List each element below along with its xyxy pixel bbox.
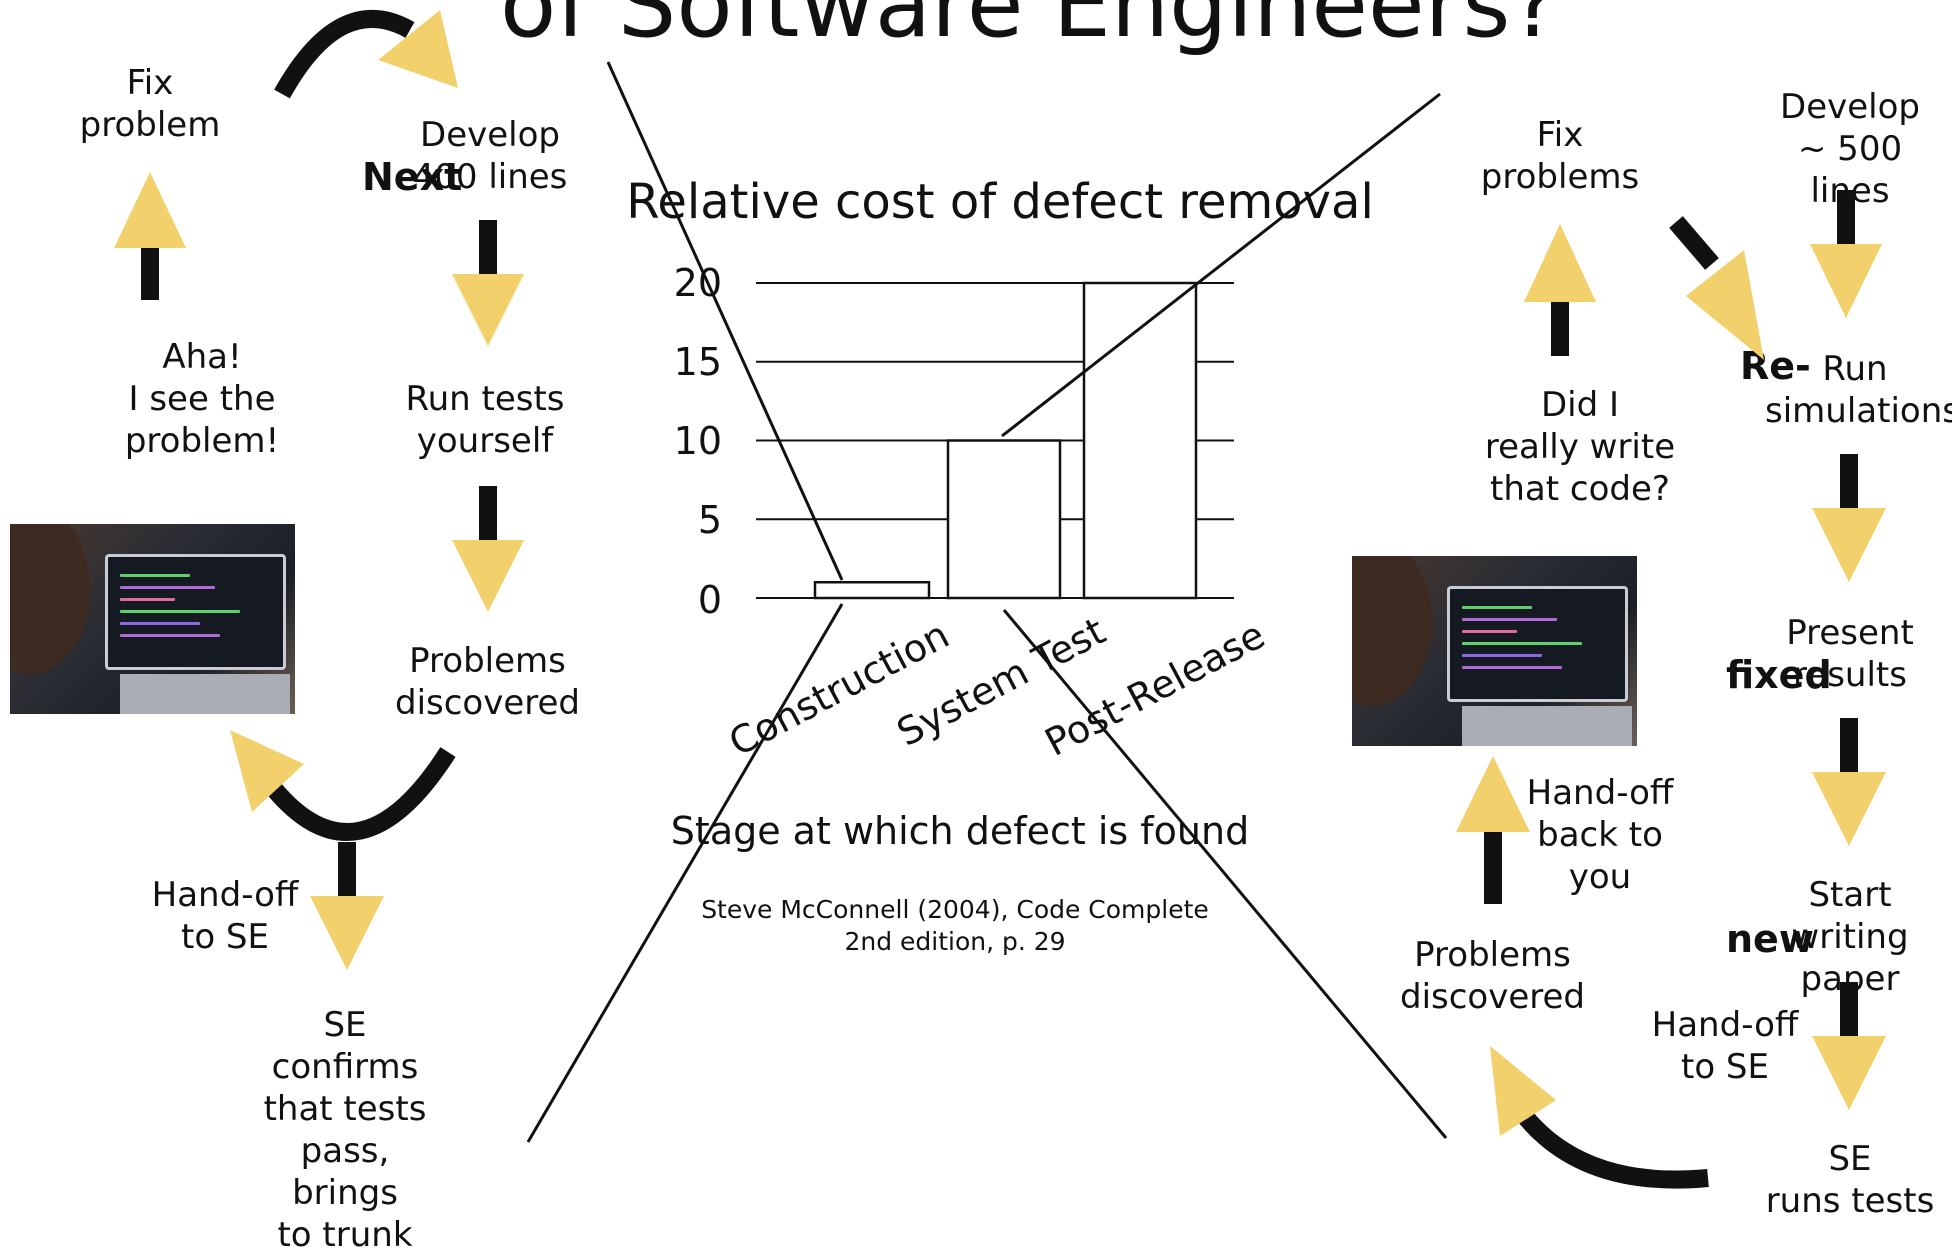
right-present-results-label: Present results [1786,613,1914,695]
right-fixed-overlay-label: fixed [1726,653,1832,697]
chart-title: Relative cost of defect removal [626,174,1374,230]
code-line [1462,618,1557,621]
left-problems-discovered-label: Problems discovered [395,641,581,723]
arrow-stem [479,486,497,542]
left-develop-label: Develop 400 lines [412,115,568,197]
code-line [120,586,215,589]
y-tick-label: 5 [697,498,722,542]
laptop-keyboard [1462,706,1632,746]
right-new-overlay-label: new [1726,917,1814,961]
right-run-simulations-label: Run simulations [1765,349,1952,431]
cross-line-upper-left [606,61,844,581]
code-line [1462,606,1532,609]
arrowhead [1812,1036,1886,1110]
bar-construction [813,581,931,600]
cross-line-lower-right [1002,609,1448,1139]
arrow-stem [1840,982,1858,1038]
cycle-arrows [114,9,1886,1189]
arrowhead [378,10,458,88]
code-line [1462,630,1517,633]
right-did-i-label: Did I really write that code? [1484,385,1676,509]
arrowhead [1810,244,1882,318]
arrow-stem [338,842,356,898]
code-line [1462,642,1582,645]
laptop-photo-left [10,524,295,714]
left-fix-problem-label: Fix problem [79,63,221,145]
curved-arrow-stem [1512,1104,1709,1189]
cross-out-lines [526,61,1448,1143]
code-line [1462,666,1562,669]
right-problems-discovered-label: Problems discovered [1400,935,1586,1017]
bar-post-release [1082,281,1198,600]
arrowhead [452,540,524,612]
bar-system-test [946,439,1062,600]
y-tick-label: 10 [673,419,722,463]
arrowhead [452,274,524,346]
left-handoff-label: Hand-off to SE [151,875,299,957]
code-line [120,610,240,613]
curved-arrow-stem [274,9,415,99]
code-line [120,634,220,637]
y-tick-label: 0 [697,578,722,622]
arrow-stem [1840,454,1858,510]
arrow-stem [1669,216,1719,270]
arrow-stem [141,244,159,300]
arrow-stem [1484,830,1502,904]
arrowhead [1812,508,1886,582]
left-run-tests-label: Run tests yourself [405,379,565,461]
left-next-overlay-label: Next [362,155,463,199]
right-fix-problems-label: Fix problems [1480,115,1640,197]
laptop-photo-right [1352,556,1637,746]
arrowhead [1812,772,1886,846]
citation: Steve McConnell (2004), Code Complete 2n… [701,895,1209,956]
code-line [120,622,200,625]
arrowhead [114,172,186,248]
bar-chart [756,281,1234,600]
laptop-keyboard [120,674,290,714]
arrowhead [230,730,304,812]
code-line [1462,654,1542,657]
arrow-stem [479,220,497,276]
arrow-stem [1840,718,1858,774]
right-rerun-overlay-label: Re- [1740,344,1811,388]
right-handoff-se-label: Hand-off to SE [1651,1005,1799,1087]
curved-arrow-stem [268,747,456,841]
cross-line-upper-right [1001,92,1441,438]
arrow-stem [1837,190,1855,246]
arrowhead [1490,1046,1556,1136]
code-line [120,574,190,577]
y-tick-label: 15 [673,340,722,384]
arrow-stem [1551,300,1569,356]
diagram-graphics [114,9,1886,1189]
cross-line-lower-left [526,603,844,1143]
arrowhead [1524,224,1596,302]
arrowhead [310,896,384,970]
slide-title: of Software Engineers? [500,0,1560,58]
arrowhead [1686,250,1764,360]
right-handoff-back-label: Hand-off back to you [1526,773,1674,897]
arrowhead [1456,756,1530,832]
code-line [120,598,175,601]
x-axis-title: Stage at which defect is found [670,809,1250,853]
left-aha-label: Aha! I see the problem! [124,337,280,461]
